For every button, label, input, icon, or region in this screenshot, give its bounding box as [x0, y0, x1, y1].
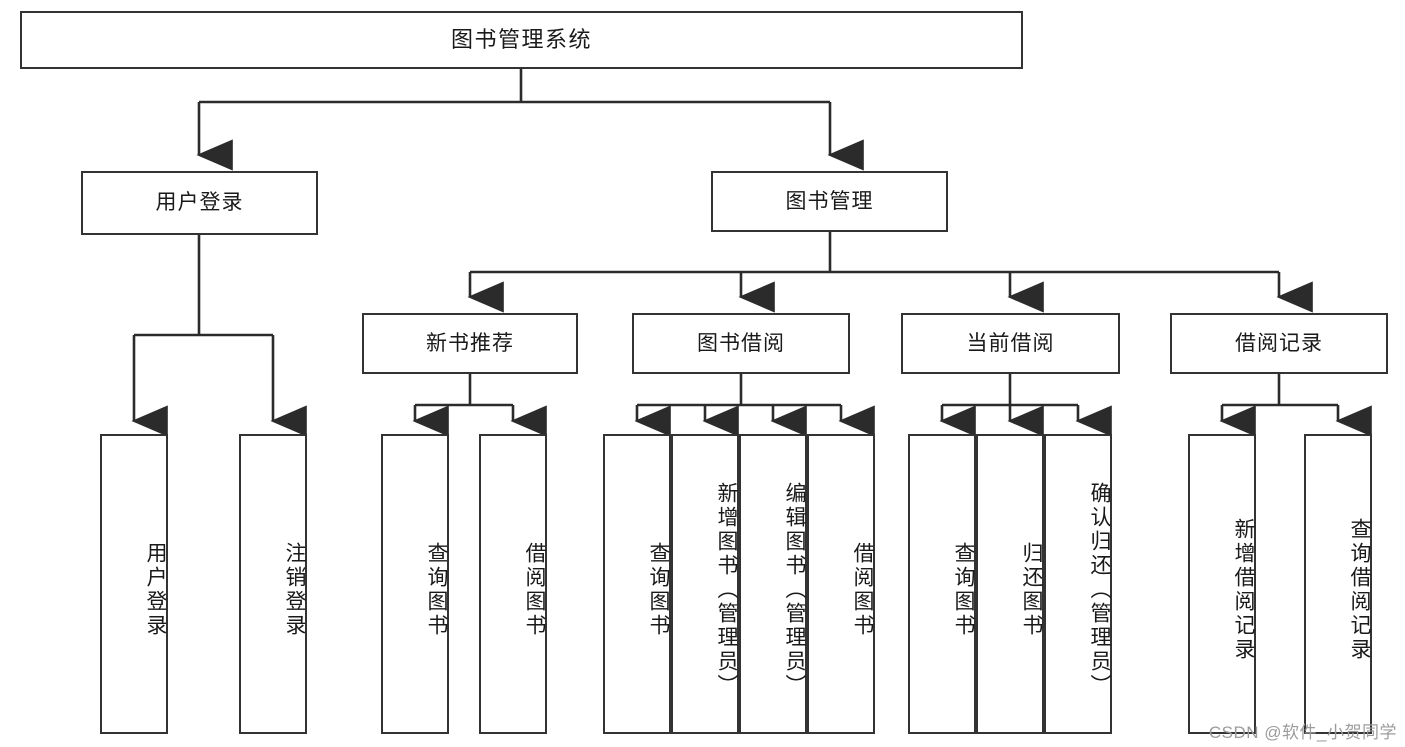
node-borrow-record[interactable]: 借阅记录	[1170, 313, 1388, 374]
leaf-add-book[interactable]: 新增图书（管理员）	[671, 434, 739, 734]
node-user-login[interactable]: 用户登录	[81, 171, 318, 235]
leaf-query-book-borrow[interactable]: 查询图书	[603, 434, 671, 734]
leaf-return-book[interactable]: 归还图书	[976, 434, 1044, 734]
watermark-text: CSDN @软件_小贺同学	[1208, 723, 1397, 742]
leaf-confirm-return[interactable]: 确认归还（管理员）	[1044, 434, 1112, 734]
node-root-system[interactable]: 图书管理系统	[20, 11, 1023, 69]
leaf-add-borrow-record[interactable]: 新增借阅记录	[1188, 434, 1256, 734]
leaf-borrow-book-recommend[interactable]: 借阅图书	[479, 434, 547, 734]
leaf-edit-book[interactable]: 编辑图书（管理员）	[739, 434, 807, 734]
node-current-borrow[interactable]: 当前借阅	[901, 313, 1120, 374]
node-book-borrow[interactable]: 图书借阅	[632, 313, 850, 374]
leaf-user-login[interactable]: 用户登录	[100, 434, 168, 734]
leaf-query-book-recommend[interactable]: 查询图书	[381, 434, 449, 734]
leaf-borrow-book[interactable]: 借阅图书	[807, 434, 875, 734]
leaf-query-book-current[interactable]: 查询图书	[908, 434, 976, 734]
leaf-logout-login[interactable]: 注销登录	[239, 434, 307, 734]
node-book-manage[interactable]: 图书管理	[711, 171, 948, 232]
node-new-book-recommend[interactable]: 新书推荐	[362, 313, 578, 374]
leaf-query-borrow-record[interactable]: 查询借阅记录	[1304, 434, 1372, 734]
